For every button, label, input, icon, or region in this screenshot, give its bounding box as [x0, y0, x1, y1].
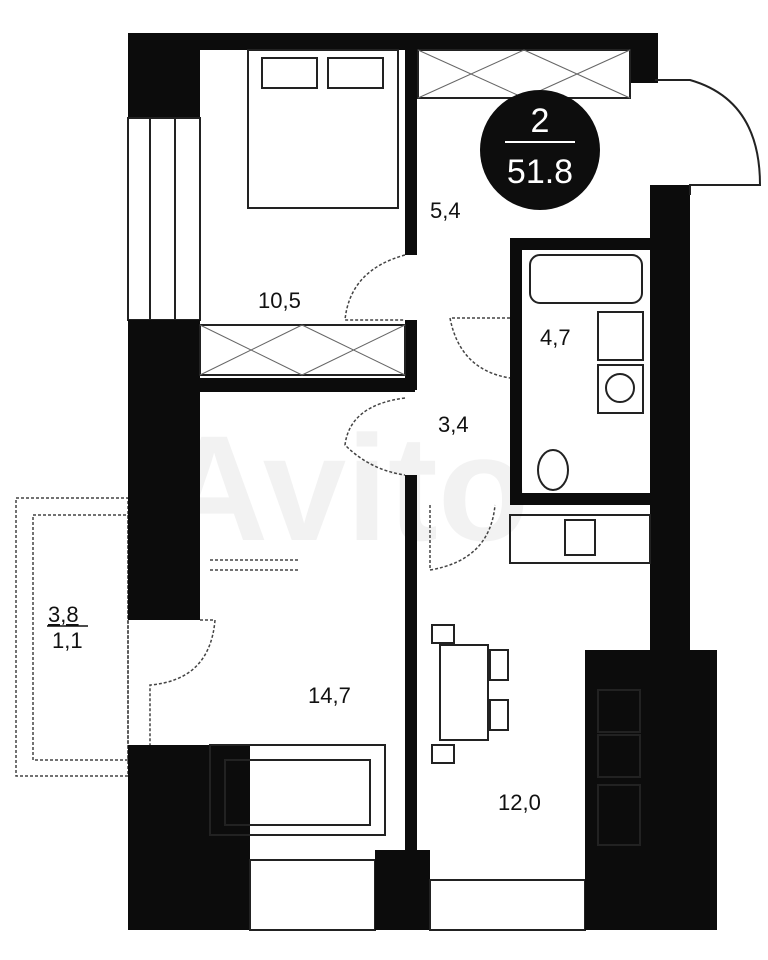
total-area: 51.8	[507, 153, 573, 191]
sink-icon	[597, 311, 644, 361]
rooms-count: 2	[531, 102, 550, 140]
balcony	[15, 497, 129, 777]
bed-icon	[247, 49, 399, 209]
doors	[149, 254, 511, 745]
toilet-icon	[537, 449, 569, 491]
furniture	[209, 49, 651, 846]
dining-table	[439, 644, 489, 741]
balcony-coefficient: 1,1	[52, 628, 83, 653]
sofa-icon	[209, 744, 386, 836]
bathroom-area: 4,7	[540, 325, 571, 350]
interior-walls	[200, 45, 655, 855]
exterior-walls	[127, 33, 762, 931]
bathtub-icon	[529, 254, 643, 304]
living-room-area: 14,7	[308, 683, 351, 708]
kitchen-area: 12,0	[498, 790, 541, 815]
hall-area: 5,4	[430, 198, 461, 223]
bedroom-area: 10,5	[258, 288, 301, 313]
corridor-area: 3,4	[438, 412, 469, 437]
balcony-area: 3,8	[48, 602, 79, 627]
stove-icon	[597, 689, 641, 733]
washer-icon	[597, 364, 644, 414]
watermark: Avito	[160, 404, 529, 572]
kitchen-counter	[509, 514, 651, 564]
apartment-badge: 2 51.8	[480, 90, 600, 210]
